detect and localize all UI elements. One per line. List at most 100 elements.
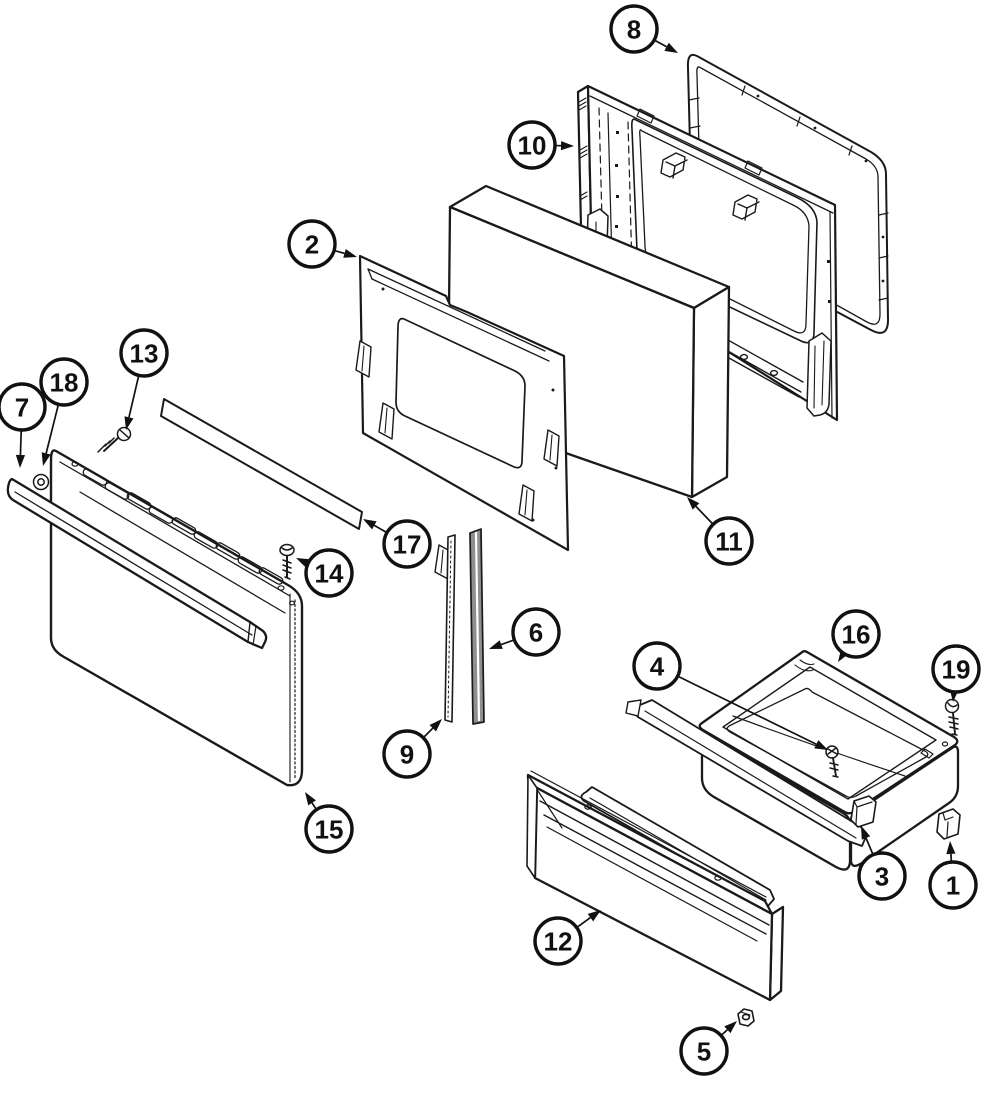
callout-leader-line [865, 837, 874, 856]
callout-leader-line [19, 429, 23, 456]
callout-number: 17 [393, 529, 422, 559]
callout-arrowhead [946, 841, 956, 855]
callout-circle[interactable] [507, 120, 557, 170]
callout-circle[interactable] [533, 916, 583, 966]
callout-circle[interactable] [511, 607, 561, 657]
callout-leader-line [677, 675, 817, 746]
callout-circle[interactable] [0, 382, 47, 432]
callout-leader-line [576, 916, 591, 929]
callout-number: 16 [842, 619, 871, 649]
callout-circle[interactable] [382, 729, 432, 779]
callout-16[interactable]: 16 [831, 609, 881, 662]
drawer-screw-4 [825, 745, 839, 778]
callout-arrowhead [724, 1021, 737, 1034]
callout-15[interactable]: 15 [304, 792, 354, 854]
door-gasket [686, 53, 889, 334]
callout-circle[interactable] [857, 851, 907, 901]
callout-6[interactable]: 6 [489, 607, 561, 657]
screw-19 [944, 698, 960, 736]
callout-circle[interactable] [831, 609, 881, 659]
door-seal-strip-left [444, 534, 456, 723]
washer-18 [32, 473, 50, 491]
callout-number: 2 [305, 229, 319, 259]
callout-leader-line [373, 524, 388, 534]
callout-number: 14 [315, 558, 344, 588]
callout-number: 5 [697, 1036, 711, 1066]
callout-4[interactable]: 4 [632, 641, 828, 750]
callout-circle[interactable] [928, 860, 978, 910]
callout-leader-line [45, 404, 60, 454]
callout-2[interactable]: 2 [287, 219, 357, 269]
callout-circle[interactable] [39, 357, 89, 407]
callout-number: 19 [942, 654, 971, 684]
nut-5 [737, 1008, 755, 1027]
callout-arrowhead [489, 640, 503, 649]
callout-number: 18 [50, 367, 79, 397]
callout-leader-line [695, 505, 714, 525]
callout-arrowhead [15, 454, 26, 468]
callout-circle[interactable] [304, 804, 354, 854]
callout-3[interactable]: 3 [857, 826, 907, 901]
callout-arrowhead [124, 416, 134, 430]
callout-arrowhead [560, 141, 574, 151]
callout-circle[interactable] [119, 328, 169, 378]
callout-number: 3 [875, 861, 889, 891]
callout-leader-line [422, 727, 434, 739]
callout-1[interactable]: 1 [928, 841, 978, 910]
callout-arrowhead [861, 826, 871, 840]
callout-arrowhead [814, 740, 828, 750]
callout-circle[interactable] [704, 516, 754, 566]
callout-leader-line [333, 249, 345, 255]
door-seal-strip-right [469, 528, 485, 725]
callout-12[interactable]: 12 [533, 910, 601, 966]
callout-number: 7 [15, 392, 29, 422]
callout-9[interactable]: 9 [382, 719, 442, 779]
callout-10[interactable]: 10 [507, 120, 574, 170]
callout-arrowhead [664, 42, 678, 53]
callout-number: 1 [946, 870, 960, 900]
callout-arrowhead [687, 497, 700, 510]
callout-number: 9 [400, 739, 414, 769]
drawer-front-panel [526, 770, 785, 1002]
callout-leader-line [500, 639, 515, 646]
callout-14[interactable]: 14 [296, 548, 354, 598]
inner-door-panel [576, 84, 839, 422]
callout-leader-line [653, 39, 667, 48]
callout-number: 8 [627, 14, 641, 44]
callout-11[interactable]: 11 [687, 497, 754, 566]
screw-13 [97, 426, 132, 453]
callout-circle[interactable] [287, 219, 337, 269]
callout-circle[interactable] [931, 644, 981, 694]
door-trim-strip [160, 398, 363, 530]
callout-19[interactable]: 19 [931, 644, 981, 702]
callout-17[interactable]: 17 [363, 519, 432, 569]
outer-door-panel [49, 449, 304, 787]
callout-number: 12 [544, 926, 573, 956]
callout-circle[interactable] [632, 641, 682, 691]
callout-number: 15 [315, 814, 344, 844]
callout-13[interactable]: 13 [119, 328, 169, 430]
callout-8[interactable]: 8 [609, 4, 678, 54]
callout-circle[interactable] [304, 548, 354, 598]
callout-5[interactable]: 5 [679, 1021, 737, 1076]
callout-arrowhead [429, 719, 442, 732]
clip-1 [936, 808, 961, 840]
callout-circle[interactable] [382, 519, 432, 569]
door-glass-frame-panel [355, 254, 570, 580]
callout-circle[interactable] [609, 4, 659, 54]
drawer-glide-clip-3 [850, 795, 877, 828]
door-handle [6, 477, 268, 650]
callout-number: 10 [518, 130, 547, 160]
callout-circle[interactable] [679, 1026, 729, 1076]
callout-number: 11 [715, 526, 743, 556]
callout-18[interactable]: 18 [39, 357, 89, 466]
callout-7[interactable]: 7 [0, 382, 47, 468]
callout-number: 13 [130, 338, 159, 368]
callout-number: 6 [529, 617, 543, 647]
callout-arrowhead [587, 910, 601, 922]
callout-arrowhead [305, 792, 316, 806]
callout-arrowhead [41, 452, 51, 466]
screw-14 [279, 543, 295, 580]
callout-number: 4 [650, 651, 665, 681]
callout-arrowhead [363, 519, 377, 530]
